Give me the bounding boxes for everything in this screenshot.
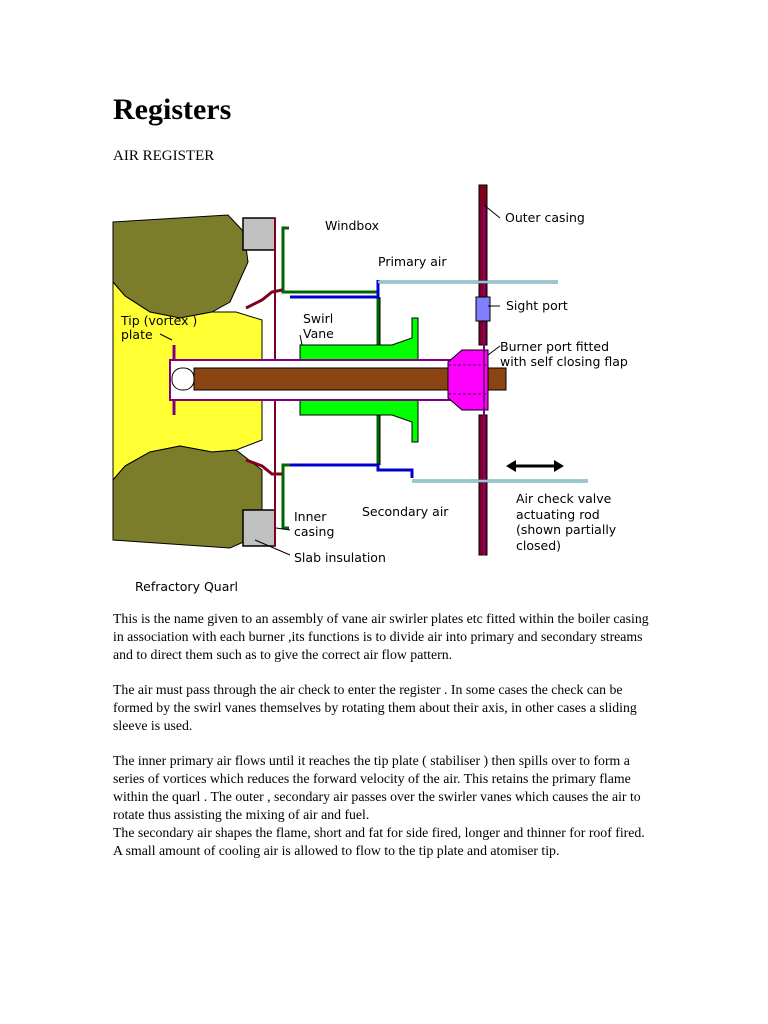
inner-casing-lower <box>281 398 380 530</box>
paragraph: The air must pass through the air check … <box>113 682 637 733</box>
label-burner-port-1: Burner port fitted <box>500 339 609 354</box>
label-air-check-4: closed) <box>516 538 561 553</box>
paragraph: The secondary air shapes the flame, shor… <box>113 825 645 840</box>
label-tip-plate-2: plate <box>121 327 153 342</box>
label-swirl-vane-2: Vane <box>303 326 334 341</box>
swirl-arm-lower <box>245 458 282 476</box>
burner-port <box>447 349 489 411</box>
label-primary-air: Primary air <box>378 254 447 269</box>
double-arrow-icon <box>506 460 564 472</box>
primary-air-casing <box>290 280 380 299</box>
page-title: Registers <box>113 93 232 126</box>
section-heading: AIR REGISTER <box>113 148 215 164</box>
paragraph: This is the name given to an assembly of… <box>113 611 649 662</box>
paragraph: A small amount of cooling air is allowed… <box>113 843 560 858</box>
sight-port <box>475 296 491 322</box>
slab-insulation-lower <box>242 509 276 547</box>
label-air-check-2: actuating rod <box>516 507 600 522</box>
slab-insulation-upper <box>242 217 276 251</box>
label-inner-casing-2: casing <box>294 524 334 539</box>
label-swirl-vane-1: Swirl <box>303 311 333 326</box>
label-refractory-quarl: Refractory Quarl <box>135 579 238 594</box>
label-windbox: Windbox <box>325 218 379 233</box>
label-air-check-1: Air check valve <box>516 491 612 506</box>
air-register-diagram: Windbox Outer casing Primary air Sight p… <box>112 184 628 594</box>
label-slab-insulation: Slab insulation <box>294 550 386 565</box>
paragraph: The inner primary air flows until it rea… <box>113 753 641 822</box>
label-tip-plate-1: Tip (vortex ) <box>120 313 197 328</box>
label-secondary-air: Secondary air <box>362 504 449 519</box>
label-air-check-3: (shown partially <box>516 522 617 537</box>
label-sight-port: Sight port <box>506 298 568 313</box>
body-text: This is the name given to an assembly of… <box>113 610 653 860</box>
label-outer-casing: Outer casing <box>505 210 585 225</box>
refractory-quarl-lower <box>112 445 263 549</box>
label-burner-port-2: with self closing flap <box>500 354 628 369</box>
swirl-arm-upper <box>245 288 283 310</box>
label-inner-casing-1: Inner <box>294 509 327 524</box>
inner-casing-upper <box>281 226 380 356</box>
secondary-air-casing <box>290 463 414 478</box>
